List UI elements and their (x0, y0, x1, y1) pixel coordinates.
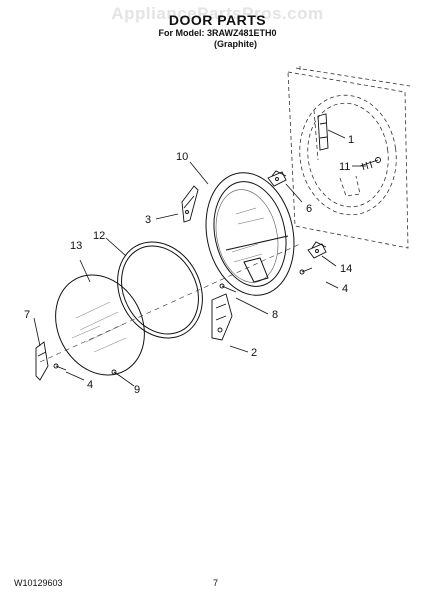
part-11-screw (359, 157, 381, 171)
part-6-upper-hinge (267, 170, 287, 187)
callout-10: 10 (176, 151, 188, 163)
callout-1: 1 (348, 134, 354, 146)
callout-12: 12 (93, 230, 105, 242)
part-2-latch (211, 293, 233, 341)
part-9-screw (111, 369, 121, 377)
cabinet-front-panel (287, 66, 411, 249)
callout-7: 7 (24, 309, 30, 321)
assembly-axis-line (39, 243, 301, 363)
callout-4-lower: 4 (87, 379, 93, 391)
callout-6: 6 (306, 203, 312, 215)
part-3-handle (181, 185, 199, 223)
page-title: DOOR PARTS (168, 12, 267, 28)
callout-9: 9 (134, 384, 140, 396)
leader-lines (33, 129, 366, 387)
part-4-screw-lower (53, 363, 67, 371)
page-number: 7 (213, 578, 219, 588)
document-number: W10129603 (14, 578, 63, 588)
model-line: For Model: 3RAWZ481ETH0 (158, 28, 277, 38)
part-1-strike (317, 113, 329, 151)
callout-2: 2 (251, 347, 257, 359)
color-variant: (Graphite) (214, 39, 258, 49)
site-watermark: AppliancePartsPros.com (111, 4, 324, 23)
callout-3: 3 (145, 214, 151, 226)
part-13-door-glass (55, 274, 145, 376)
callout-14: 14 (340, 263, 352, 275)
part-10-door-frame (205, 172, 295, 296)
part-7-hinge-cover (35, 341, 49, 381)
part-14-lower-hinge (307, 241, 327, 259)
callout-13: 13 (70, 240, 82, 252)
part-4-screw-upper (299, 267, 313, 275)
part-8-screw (219, 283, 237, 293)
callout-4-upper: 4 (342, 283, 348, 295)
part-12-inner-ring (117, 241, 203, 339)
callout-8: 8 (272, 309, 278, 321)
callout-11: 11 (339, 161, 350, 173)
